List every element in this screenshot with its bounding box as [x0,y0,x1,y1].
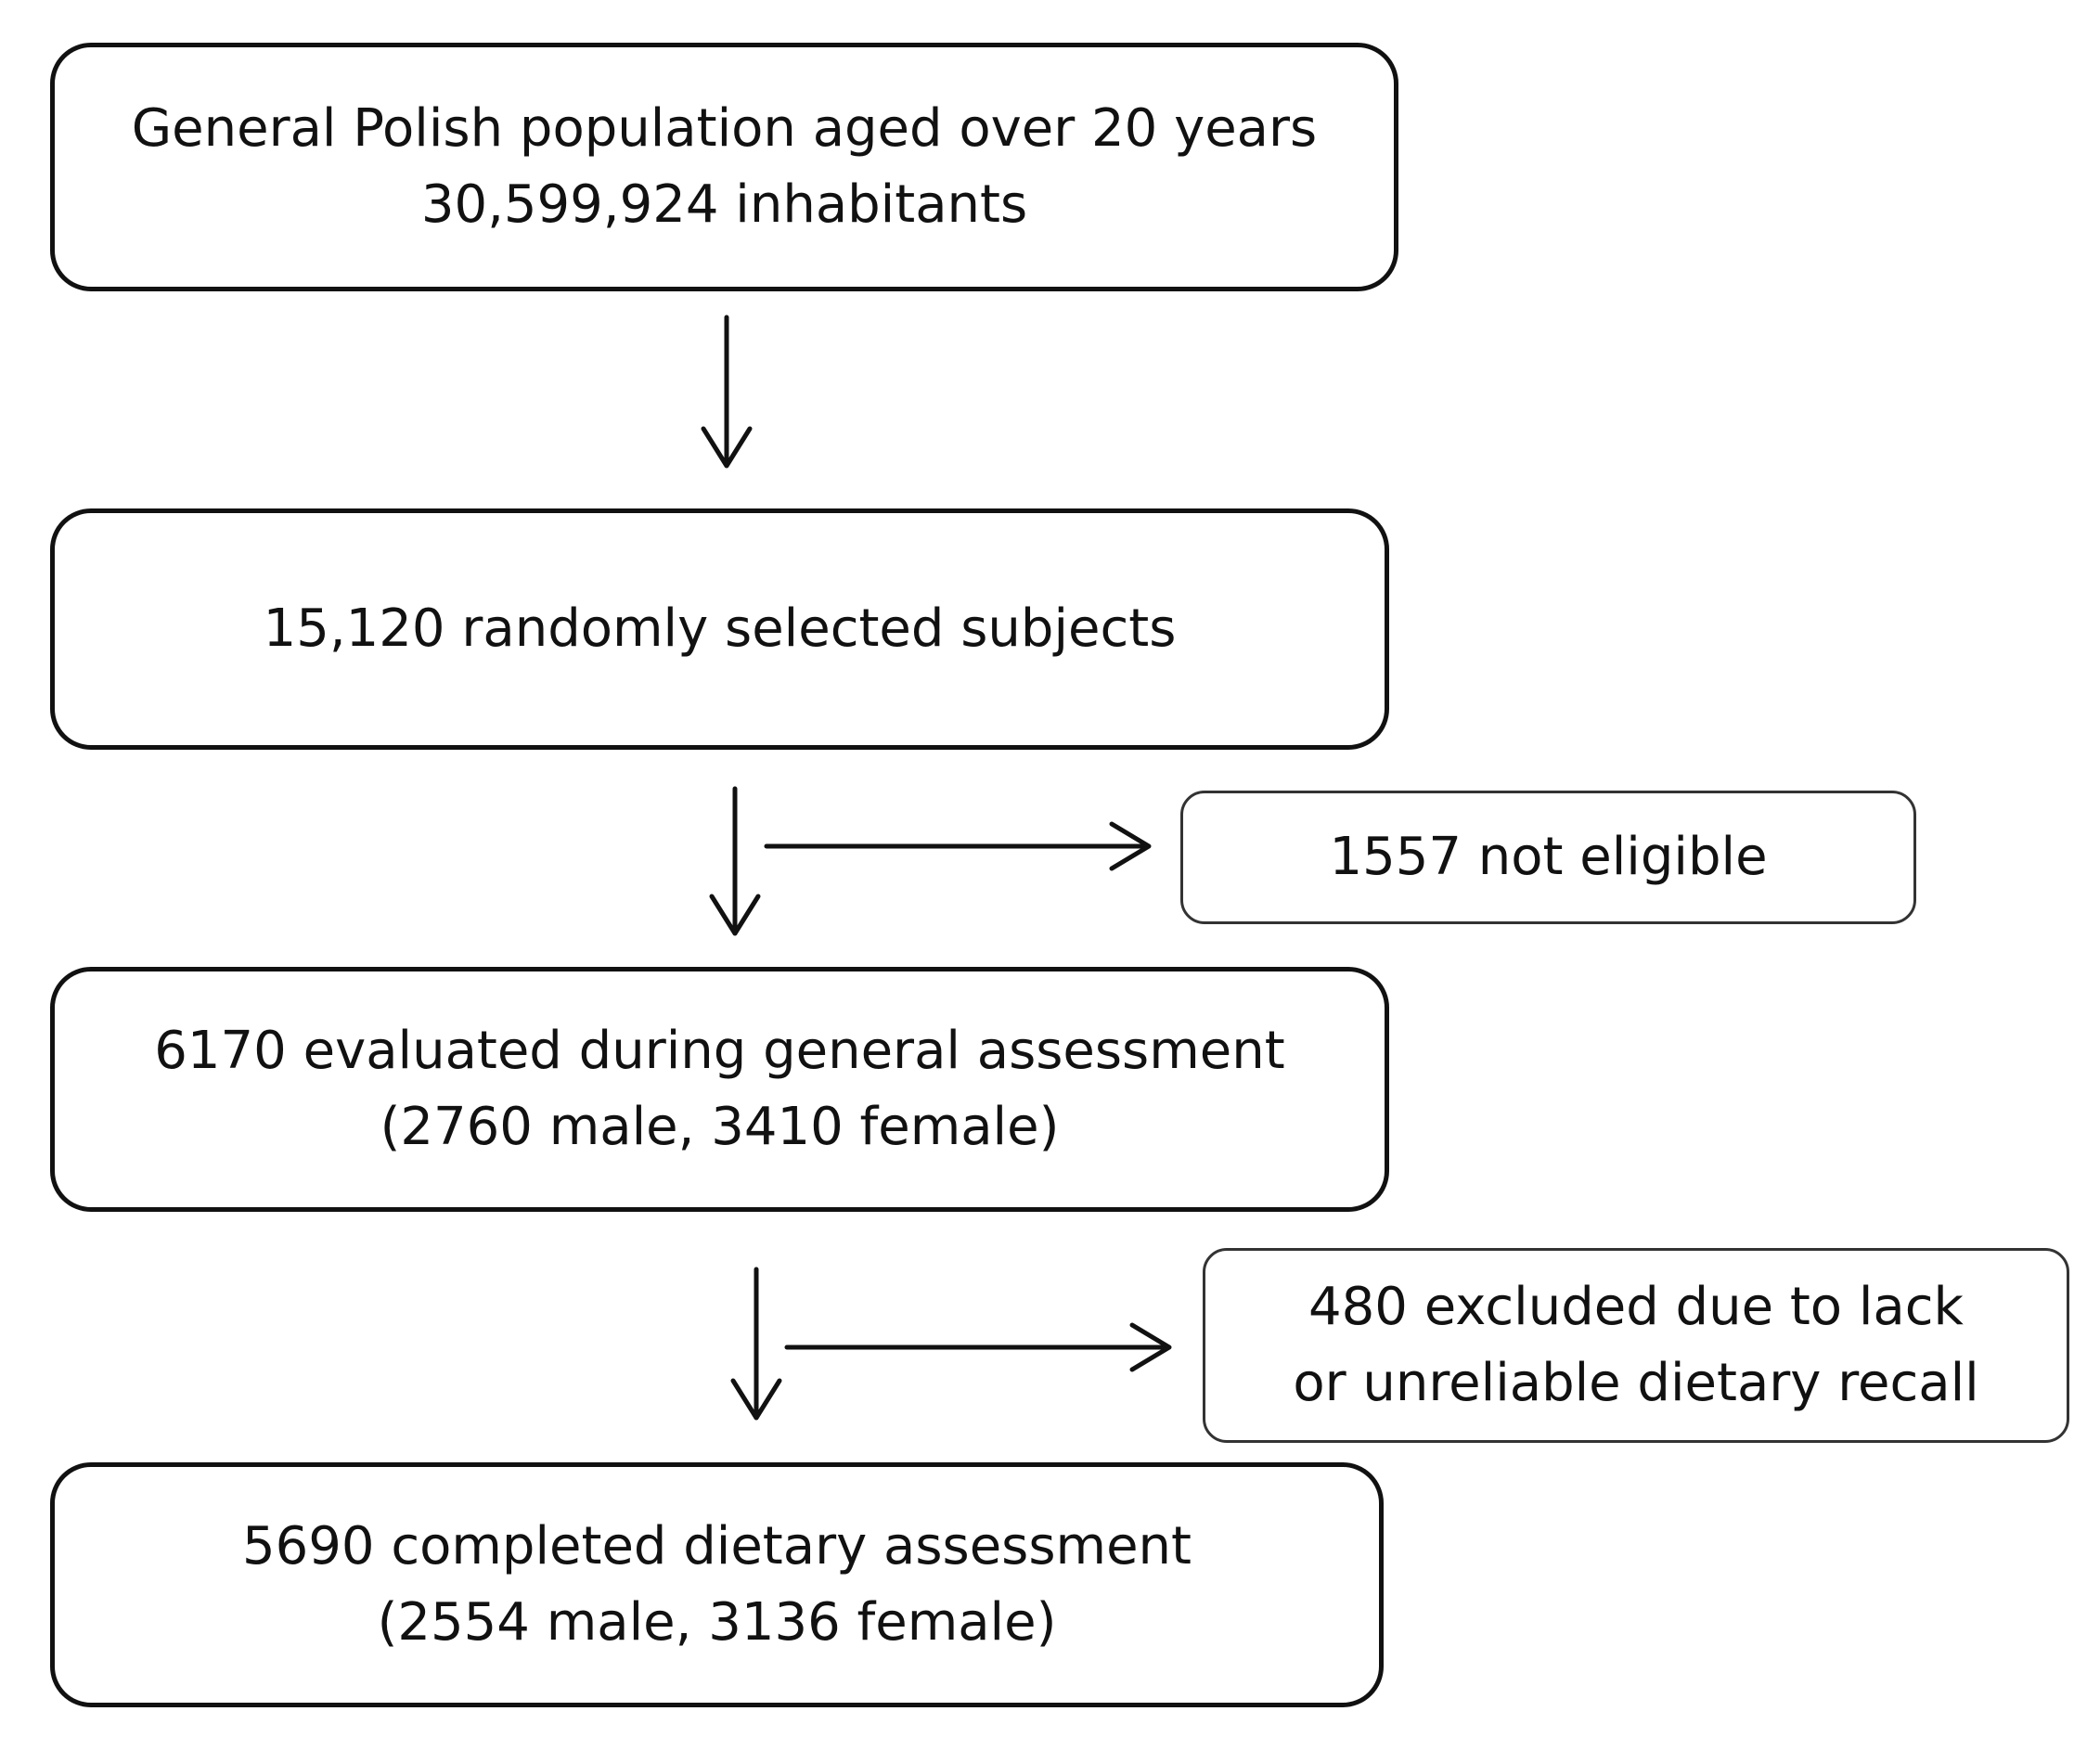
box-text-line: 30,599,924 inhabitants [420,174,1028,235]
right-arrow-icon [764,821,1152,871]
box-text-line: (2554 male, 3136 female) [377,1592,1057,1653]
exclusion-text-line: 1557 not eligible [1329,827,1768,887]
box-text-line: General Polish population aged over 20 y… [131,98,1318,159]
box-text-line: 5690 completed dietary assessment [242,1516,1192,1576]
flow-box-completed: 5690 completed dietary assessment (2554 … [50,1462,1384,1707]
flow-box-population: General Polish population aged over 20 y… [50,43,1398,291]
box-text-line: 15,120 randomly selected subjects [263,598,1177,659]
down-arrow-icon [701,315,753,469]
right-arrow-icon [784,1322,1172,1372]
exclusion-text-line: or unreliable dietary recall [1293,1353,1979,1413]
exclusion-box-dietary-recall: 480 excluded due to lack or unreliable d… [1203,1248,2069,1443]
flow-box-evaluated: 6170 evaluated during general assessment… [50,967,1389,1212]
exclusion-box-not-eligible: 1557 not eligible [1180,791,1916,924]
flow-box-selected: 15,120 randomly selected subjects [50,508,1389,750]
down-arrow-icon [730,1267,782,1421]
box-text-line: (2760 male, 3410 female) [380,1097,1060,1157]
box-text-line: 6170 evaluated during general assessment [154,1021,1285,1081]
exclusion-text-line: 480 excluded due to lack [1308,1277,1964,1337]
down-arrow-icon [709,786,761,936]
